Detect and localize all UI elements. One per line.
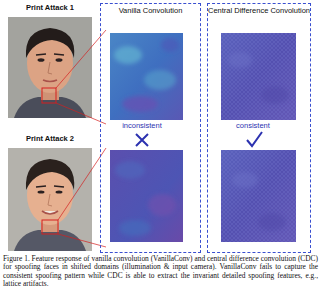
feature-map: [110, 150, 183, 242]
zoom-line: [56, 30, 106, 124]
map-ground: [221, 150, 296, 242]
group-title: Central Difference Convolution: [208, 4, 310, 16]
figure-caption: Figure 1. Feature response of vanilla co…: [3, 255, 318, 288]
map-texture: [232, 172, 286, 231]
map-ground: [110, 33, 183, 120]
feature-map: [221, 33, 296, 120]
map-texture: [115, 161, 176, 236]
face-photo: [8, 148, 92, 251]
eye: [38, 58, 45, 62]
photo-heading: Print Attack 1: [6, 3, 94, 12]
status-label: consistent: [236, 121, 270, 130]
shirt: [14, 230, 86, 251]
nose: [48, 194, 52, 206]
feature-map: [110, 33, 183, 120]
eye: [38, 190, 45, 193]
hair: [26, 28, 74, 58]
face-photo: [8, 17, 92, 118]
photo-heading: Print Attack 2: [6, 134, 94, 143]
map-texture: [114, 38, 179, 112]
map-ground: [110, 150, 183, 242]
photo-background: [8, 148, 92, 251]
eyebrows: [36, 186, 64, 187]
map-lattice: [221, 33, 296, 120]
crop-box: [42, 220, 58, 234]
photo-panel: Print Attack 1: [6, 3, 94, 119]
crop-box: [42, 88, 56, 103]
map-texture: [228, 52, 289, 104]
eyebrows: [36, 54, 64, 55]
feature-map: [221, 150, 296, 242]
mouth: [43, 80, 57, 82]
zoom-line: [58, 148, 106, 247]
check-mark: [247, 132, 262, 146]
map-ground: [221, 33, 296, 120]
eye: [56, 58, 63, 62]
mouth: [42, 211, 58, 214]
photo-panel: Print Attack 2: [6, 134, 94, 252]
photo-background: [8, 17, 92, 118]
status-label: inconsistent: [122, 121, 162, 130]
eye: [56, 190, 63, 193]
nose: [48, 62, 52, 74]
map-lattice: [221, 150, 296, 242]
cross-mark: [136, 134, 148, 146]
group-title: Vanilla Convolution: [101, 4, 200, 16]
hair: [26, 159, 74, 190]
shirt: [14, 97, 86, 118]
